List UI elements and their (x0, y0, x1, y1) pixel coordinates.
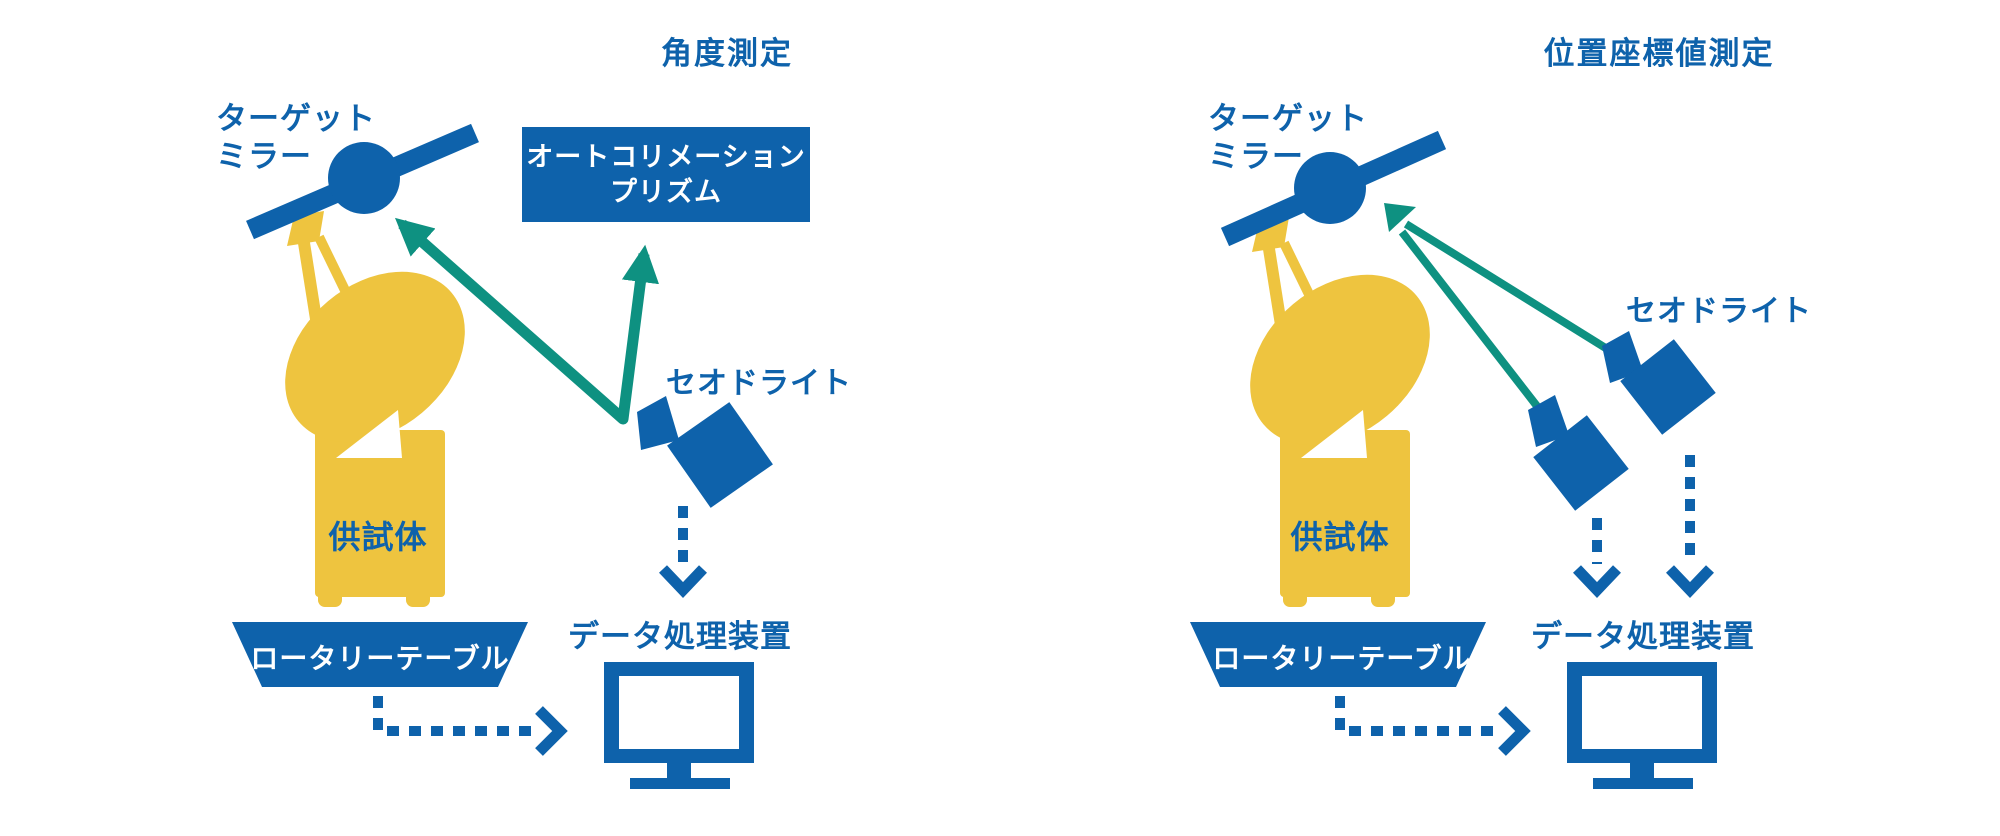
arrowhead-down (1666, 565, 1714, 598)
left-specimen-label: 供試体 (328, 518, 428, 556)
theodolite-lens (1602, 331, 1643, 383)
theodolite-body (1620, 339, 1716, 435)
left-data-processor-label: データ処理装置 (568, 619, 792, 655)
arrowhead-right (535, 706, 568, 756)
left-rotary-table-shape (232, 622, 528, 687)
target-mirror-label-line2: ミラー (216, 139, 312, 175)
mirror-ball (328, 142, 400, 214)
theodolite-lens (1528, 395, 1569, 447)
sight-arrowhead (1384, 203, 1416, 232)
left-beam-arrows (394, 217, 660, 425)
specimen-dish (1250, 274, 1430, 446)
monitor-stand (667, 763, 691, 779)
right-theodolite-lower-flow-arrow (1573, 518, 1621, 598)
specimen-body (315, 430, 445, 597)
right-specimen-label: 供試体 (1290, 518, 1390, 556)
sight-line-lower (1398, 229, 1544, 413)
specimen-notch (1301, 410, 1367, 458)
arrowhead-down (1573, 565, 1621, 598)
right-rotary-table-shape (1190, 622, 1486, 687)
specimen-dish (285, 271, 465, 443)
right-rotary-flow-arrow (1335, 696, 1531, 756)
right-beam-lines (1384, 203, 1615, 413)
right-specimen-icon (1250, 217, 1430, 607)
left-theodolite-icon (637, 396, 773, 508)
right-diagram-title: 位置座標値測定 (1543, 36, 1775, 72)
left-theodolite-flow-arrow (659, 506, 707, 598)
monitor-base (630, 778, 730, 789)
theodolite-body (667, 402, 773, 508)
left-diagram-title: 角度測定 (661, 36, 793, 72)
target-mirror-label-line1: ターゲット (1208, 101, 1368, 137)
specimen-body (1280, 430, 1410, 597)
target-mirror-label-line1: ターゲット (216, 101, 376, 137)
right-data-processor-label: データ処理装置 (1531, 619, 1755, 655)
left-target-mirror-label: ターゲット ミラー (216, 100, 376, 176)
left-rotary-flow-arrow (373, 696, 568, 756)
left-monitor-icon (604, 662, 754, 789)
monitor-screen (619, 676, 739, 749)
left-theodolite-label: セオドライト (666, 366, 852, 401)
rotary-table (232, 622, 528, 687)
rotary-table (1190, 622, 1486, 687)
right-rotary-table-label: ロータリーテーブル (1212, 642, 1472, 675)
right-target-mirror-icon (1220, 130, 1447, 247)
right-theodolite-label: セオドライト (1626, 294, 1812, 329)
right-theodolite-upper-flow-arrow (1666, 455, 1714, 598)
prism-label-line2: プリズム (610, 176, 722, 208)
dashed-line (1335, 696, 1494, 736)
theodolite-body (1533, 415, 1629, 511)
arrowhead-down (659, 565, 707, 598)
sight-beam-arrows (394, 217, 660, 425)
right-theodolite-upper-icon (1602, 331, 1716, 435)
right-monitor-icon (1567, 662, 1717, 789)
right-target-mirror-label: ターゲット ミラー (1208, 100, 1368, 176)
monitor-screen (1582, 676, 1702, 749)
left-specimen-icon (285, 211, 465, 607)
left-rotary-table-label: ロータリーテーブル (250, 642, 510, 675)
specimen-notch (336, 410, 402, 458)
left-target-mirror-icon (246, 123, 479, 240)
prism-label-line1: オートコリメーション (526, 141, 806, 173)
monitor-base (1593, 778, 1693, 789)
autocollimation-prism-box: オートコリメーション プリズム (522, 127, 810, 222)
mirror-ball (1294, 152, 1366, 224)
sight-line-upper (1403, 220, 1615, 356)
theodolite-lens (637, 396, 679, 450)
arrowhead-right (1498, 706, 1531, 756)
dashed-line (373, 696, 531, 736)
right-theodolite-lower-icon (1528, 395, 1629, 511)
target-mirror-label-line2: ミラー (1208, 139, 1304, 175)
monitor-stand (1630, 763, 1654, 779)
